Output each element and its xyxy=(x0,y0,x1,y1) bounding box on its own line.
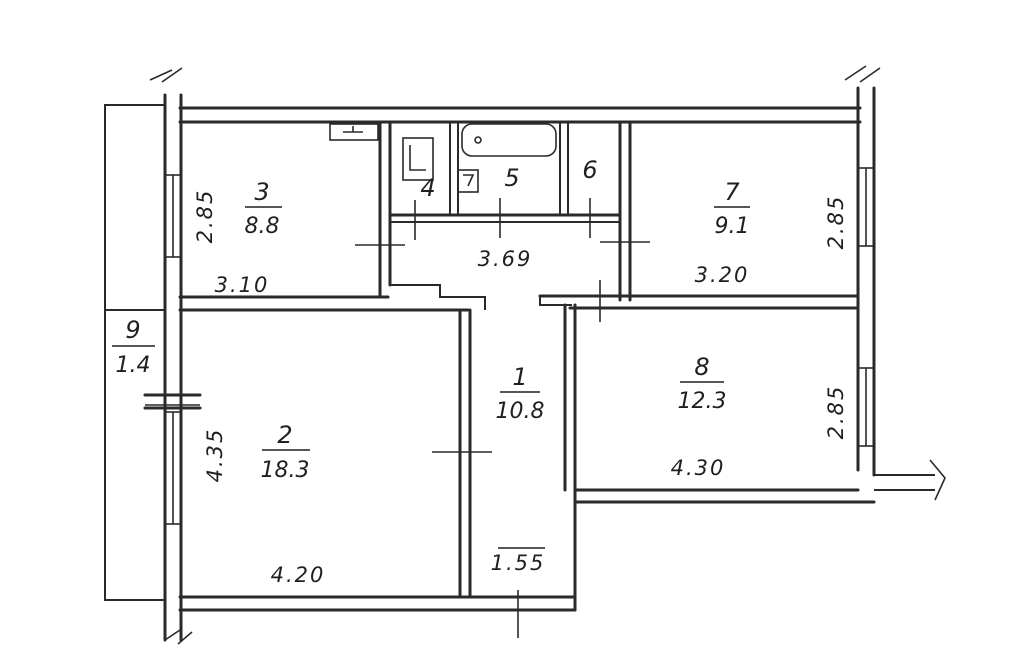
room-number: 8 xyxy=(694,353,709,381)
room-5-label: 5 xyxy=(504,164,519,192)
room-number: 7 xyxy=(724,178,740,206)
room-area: 9.1 xyxy=(715,214,750,239)
room2-width: 4.20 xyxy=(271,563,326,587)
room-area: 8.8 xyxy=(245,214,280,239)
room-9-label: 9 1.4 xyxy=(112,316,155,378)
room1-width: 1.55 xyxy=(491,551,546,575)
room2-depth: 4.35 xyxy=(203,428,227,483)
interior-walls xyxy=(178,120,860,599)
room8-depth: 2.85 xyxy=(824,385,848,440)
room-4-label: 4 xyxy=(420,174,435,202)
room-number: 5 xyxy=(504,164,519,192)
room-3-label: 3 8.8 xyxy=(245,178,282,239)
room-7-label: 7 9.1 xyxy=(714,178,750,239)
door-marks xyxy=(145,198,650,638)
windows xyxy=(143,167,875,525)
room-8-label: 8 12.3 xyxy=(678,353,727,414)
balcony xyxy=(104,104,165,601)
room7-width: 3.20 xyxy=(695,263,750,287)
room-area: 18.3 xyxy=(261,458,310,483)
outer-walls xyxy=(163,86,935,642)
room-number: 4 xyxy=(420,174,435,202)
room-number: 9 xyxy=(125,316,140,344)
room-area: 10.8 xyxy=(496,399,545,424)
room-area: 1.4 xyxy=(116,353,151,378)
room-number: 2 xyxy=(277,421,292,449)
break-marks xyxy=(149,65,946,645)
corridor-length: 3.69 xyxy=(478,247,533,271)
room-area: 12.3 xyxy=(678,389,727,414)
room-number: 6 xyxy=(582,156,597,184)
dimensions: 3.10 2.85 3.69 3.20 2.85 4.30 2.85 4.20 … xyxy=(193,189,848,587)
room-6-label: 6 xyxy=(582,156,597,184)
room-number: 1 xyxy=(512,363,527,391)
room3-depth: 2.85 xyxy=(193,189,217,244)
room7-depth: 2.85 xyxy=(824,195,848,250)
room-number: 3 xyxy=(254,178,269,206)
fixtures xyxy=(329,123,557,193)
room8-width: 4.30 xyxy=(671,456,726,480)
room3-width: 3.10 xyxy=(215,273,270,297)
room-1-label: 1 10.8 xyxy=(496,363,545,424)
room-2-label: 2 18.3 xyxy=(261,421,310,483)
